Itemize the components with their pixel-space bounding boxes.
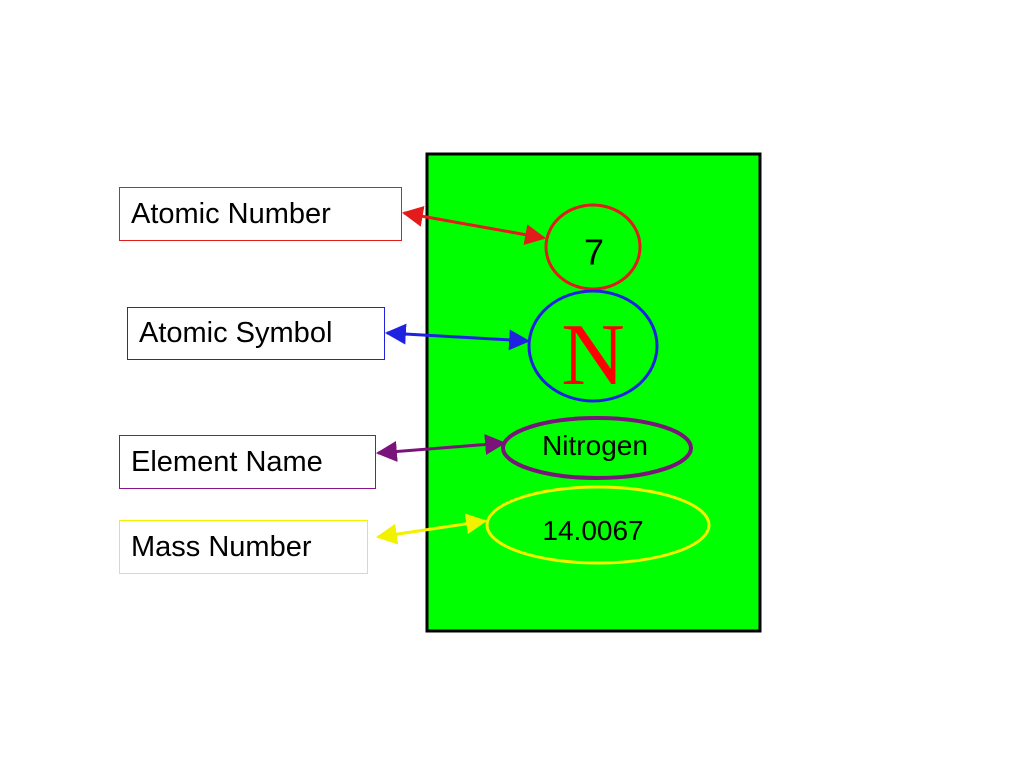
mass-number-label-box: Mass Number xyxy=(119,520,368,574)
element-name-label: Element Name xyxy=(131,445,323,478)
element-name-arrow xyxy=(375,434,507,462)
atomic-number-label: Atomic Number xyxy=(131,197,331,230)
atomic-number-arrow xyxy=(401,205,547,246)
mass-number-label: Mass Number xyxy=(131,530,312,563)
atomic-number-ellipse xyxy=(544,203,642,291)
mass-number-value: 14.0067 xyxy=(542,515,643,546)
atomic-symbol-label: Atomic Symbol xyxy=(139,317,333,349)
element-name-label-box: Element Name xyxy=(119,435,376,489)
atomic-number-value: 7 xyxy=(584,232,604,273)
mass-number-arrow xyxy=(375,513,488,545)
atomic-symbol-arrow xyxy=(384,323,531,351)
atomic-symbol-label-box: Atomic Symbol xyxy=(127,307,385,360)
element-name-value: Nitrogen xyxy=(542,430,648,461)
atomic-number-label-box: Atomic Number xyxy=(119,187,402,241)
atomic-symbol-value: N xyxy=(561,307,625,404)
